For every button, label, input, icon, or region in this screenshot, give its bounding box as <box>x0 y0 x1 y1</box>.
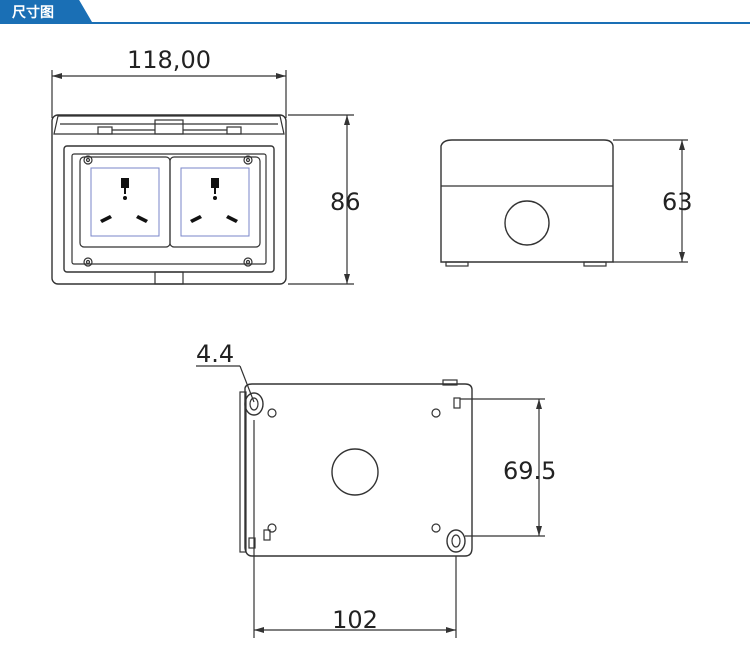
hole-spacing-label: 69.5 <box>503 457 556 485</box>
side-height-label: 63 <box>662 188 693 216</box>
rear-width-label: 102 <box>332 606 378 634</box>
hole-label: 4.4 <box>196 340 234 368</box>
front-view: 118,00 86 <box>51 46 361 285</box>
front-width-label: 118,00 <box>127 46 211 74</box>
socket-right <box>169 156 261 248</box>
section-tab: 尺寸图 <box>0 0 92 22</box>
front-height-label: 86 <box>330 188 361 216</box>
section-header: 尺寸图 <box>0 0 750 26</box>
socket-left <box>79 156 171 248</box>
rear-view: 4.4 69.5 102 <box>196 340 556 638</box>
side-view: 63 <box>440 139 693 267</box>
header-rule <box>0 22 750 24</box>
section-title: 尺寸图 <box>12 5 54 21</box>
